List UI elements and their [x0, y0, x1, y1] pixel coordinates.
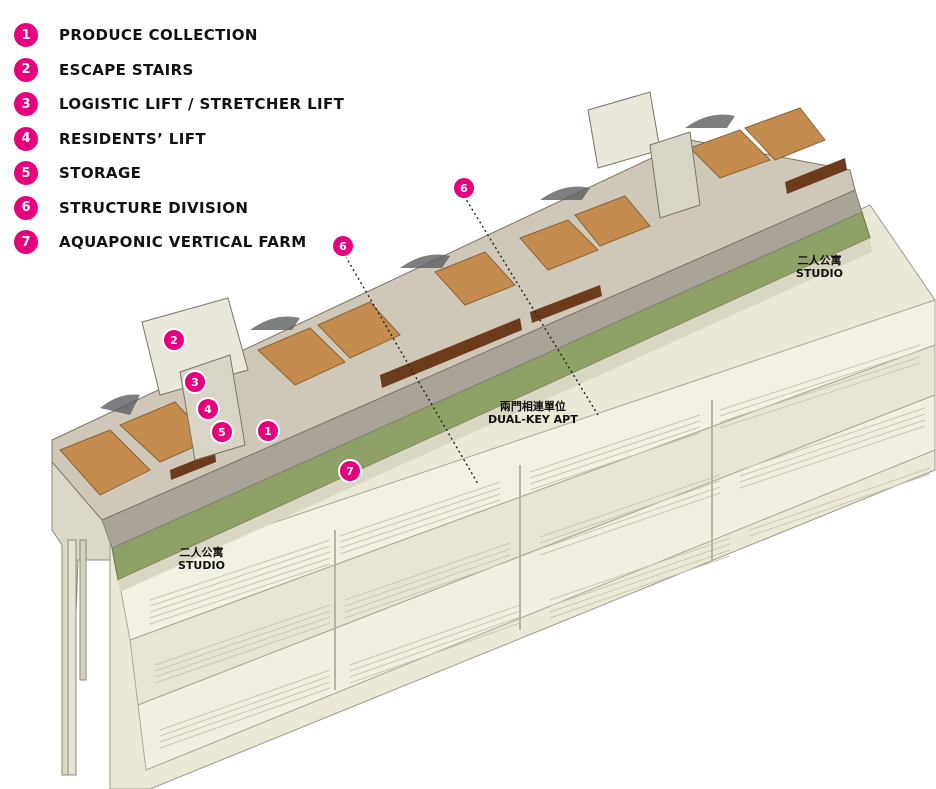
marker-aquaponic-farm: 7 [340, 461, 360, 481]
label-studio-left-cn: 二人公寓 [179, 546, 224, 559]
marker-residents-lift: 4 [198, 399, 218, 419]
legend-label: AQUAPONIC VERTICAL FARM [59, 233, 307, 252]
facade-floors [109, 204, 936, 789]
legend-item-residents-lift: 4 RESIDENTS’ LIFT [14, 122, 344, 157]
legend-label: STORAGE [59, 164, 142, 183]
marker-produce-collection: 1 [258, 421, 278, 441]
legend-number: 7 [14, 230, 38, 255]
marker-structure-division-left: 6 [333, 236, 353, 256]
label-studio-right: 二人公寓 STUDIO [796, 254, 843, 280]
legend-item-structure-division: 6 STRUCTURE DIVISION [14, 191, 344, 226]
legend-number: 5 [14, 161, 38, 186]
label-studio-left: 二人公寓 STUDIO [178, 546, 225, 572]
legend-number: 6 [14, 195, 38, 220]
legend-label: ESCAPE STAIRS [59, 60, 194, 79]
marker-logistic-lift: 3 [185, 372, 205, 392]
legend-label: STRUCTURE DIVISION [59, 198, 249, 217]
legend-item-logistic-lift: 3 LOGISTIC LIFT / STRETCHER LIFT [14, 87, 344, 122]
legend-label: RESIDENTS’ LIFT [59, 129, 207, 148]
legend-item-produce-collection: 1 PRODUCE COLLECTION [14, 18, 344, 53]
marker-structure-division-right: 6 [454, 178, 474, 198]
label-dual-key-cn: 兩門相連單位 [499, 400, 566, 413]
legend-label: LOGISTIC LIFT / STRETCHER LIFT [59, 95, 345, 114]
legend-item-aquaponic-farm: 7 AQUAPONIC VERTICAL FARM [14, 225, 344, 260]
marker-escape-stairs: 2 [164, 330, 184, 350]
legend-label: PRODUCE COLLECTION [59, 26, 258, 45]
legend-number: 4 [14, 126, 38, 151]
label-studio-right-en: STUDIO [796, 267, 843, 280]
label-studio-right-cn: 二人公寓 [797, 254, 842, 267]
label-dual-key-en: DUAL-KEY APT [488, 413, 578, 426]
legend-number: 1 [14, 23, 38, 48]
legend-number: 3 [14, 92, 38, 117]
legend-item-escape-stairs: 2 ESCAPE STAIRS [14, 53, 344, 88]
legend: 1 PRODUCE COLLECTION 2 ESCAPE STAIRS 3 L… [14, 18, 344, 260]
legend-item-storage: 5 STORAGE [14, 156, 344, 191]
label-studio-left-en: STUDIO [178, 559, 225, 572]
legend-number: 2 [14, 57, 38, 82]
label-dual-key-apt: 兩門相連單位 DUAL-KEY APT [488, 400, 578, 426]
marker-storage: 5 [212, 422, 232, 442]
